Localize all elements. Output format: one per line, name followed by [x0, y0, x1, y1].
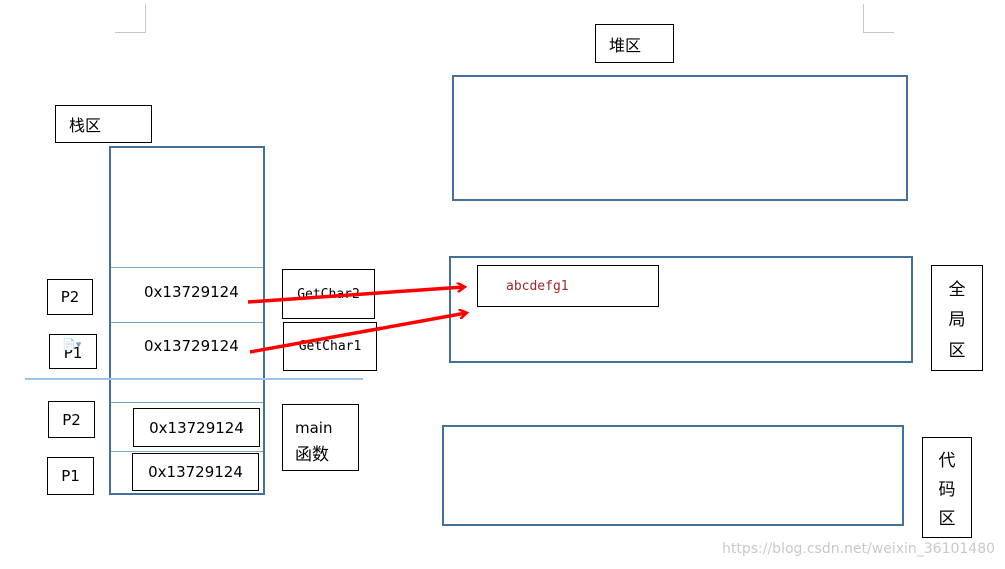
heap-label: 堆区: [595, 24, 674, 63]
pointer-label-p2-main: P2: [48, 401, 95, 438]
global-label-char: 局: [948, 310, 966, 331]
function-label-text: GetChar1: [298, 339, 362, 354]
watermark-text: https://blog.csdn.net/weixin_36101480: [722, 541, 996, 557]
main-label-line: 函数: [295, 445, 329, 465]
heap-label-text: 堆区: [609, 35, 642, 55]
stack-divider: [111, 402, 263, 403]
stack-label-text: 栈区: [69, 116, 102, 135]
paste-options-icon: 📄▾: [62, 338, 82, 351]
string-literal-box: abcdefg1: [477, 265, 659, 307]
heap-area: [452, 75, 908, 201]
stack-divider: [111, 322, 263, 323]
global-label: 全 局 区: [931, 265, 983, 371]
pointer-label-p1: P1 📄▾: [49, 334, 97, 369]
global-area: [449, 256, 913, 363]
page-corner-mark-right: [863, 4, 894, 33]
pointer-label-p2: P2: [47, 279, 93, 315]
stack-address: 0x13729124: [144, 283, 239, 301]
stack-divider: [111, 267, 263, 268]
arrow-p1-to-string: [249, 313, 466, 354]
pointer-label-text: P2: [60, 288, 80, 306]
function-label-main: main 函数: [282, 404, 359, 471]
global-label-char: 全: [948, 279, 966, 300]
string-literal-text: abcdefg1: [506, 278, 569, 294]
stack-divider: [111, 451, 263, 452]
pointer-label-text: P1: [63, 344, 83, 362]
global-label-char: 区: [948, 341, 966, 362]
stack-label: 栈区: [55, 105, 152, 143]
arrow-p2-to-string: [247, 287, 464, 304]
main-address-text: 0x13729124: [149, 418, 244, 437]
main-address-text: 0x13729124: [148, 463, 243, 481]
pointer-label-text: P2: [62, 410, 81, 429]
code-label: 代 码 区: [922, 437, 972, 538]
page-corner-mark-left: [115, 4, 146, 33]
pointer-label-text: P1: [61, 467, 80, 485]
main-address-box: 0x13729124: [132, 453, 259, 491]
code-label-char: 区: [938, 509, 956, 529]
code-label-char: 码: [938, 480, 956, 500]
frame-separator-line: [25, 378, 363, 380]
stack-address: 0x13729124: [144, 337, 239, 355]
stack-area: 0x13729124 0x13729124: [109, 146, 265, 495]
pointer-label-p1-main: P1: [47, 457, 94, 495]
code-label-char: 代: [938, 451, 956, 471]
main-label-line: main: [295, 419, 333, 437]
main-address-box: 0x13729124: [133, 408, 260, 447]
code-area: [442, 425, 904, 526]
